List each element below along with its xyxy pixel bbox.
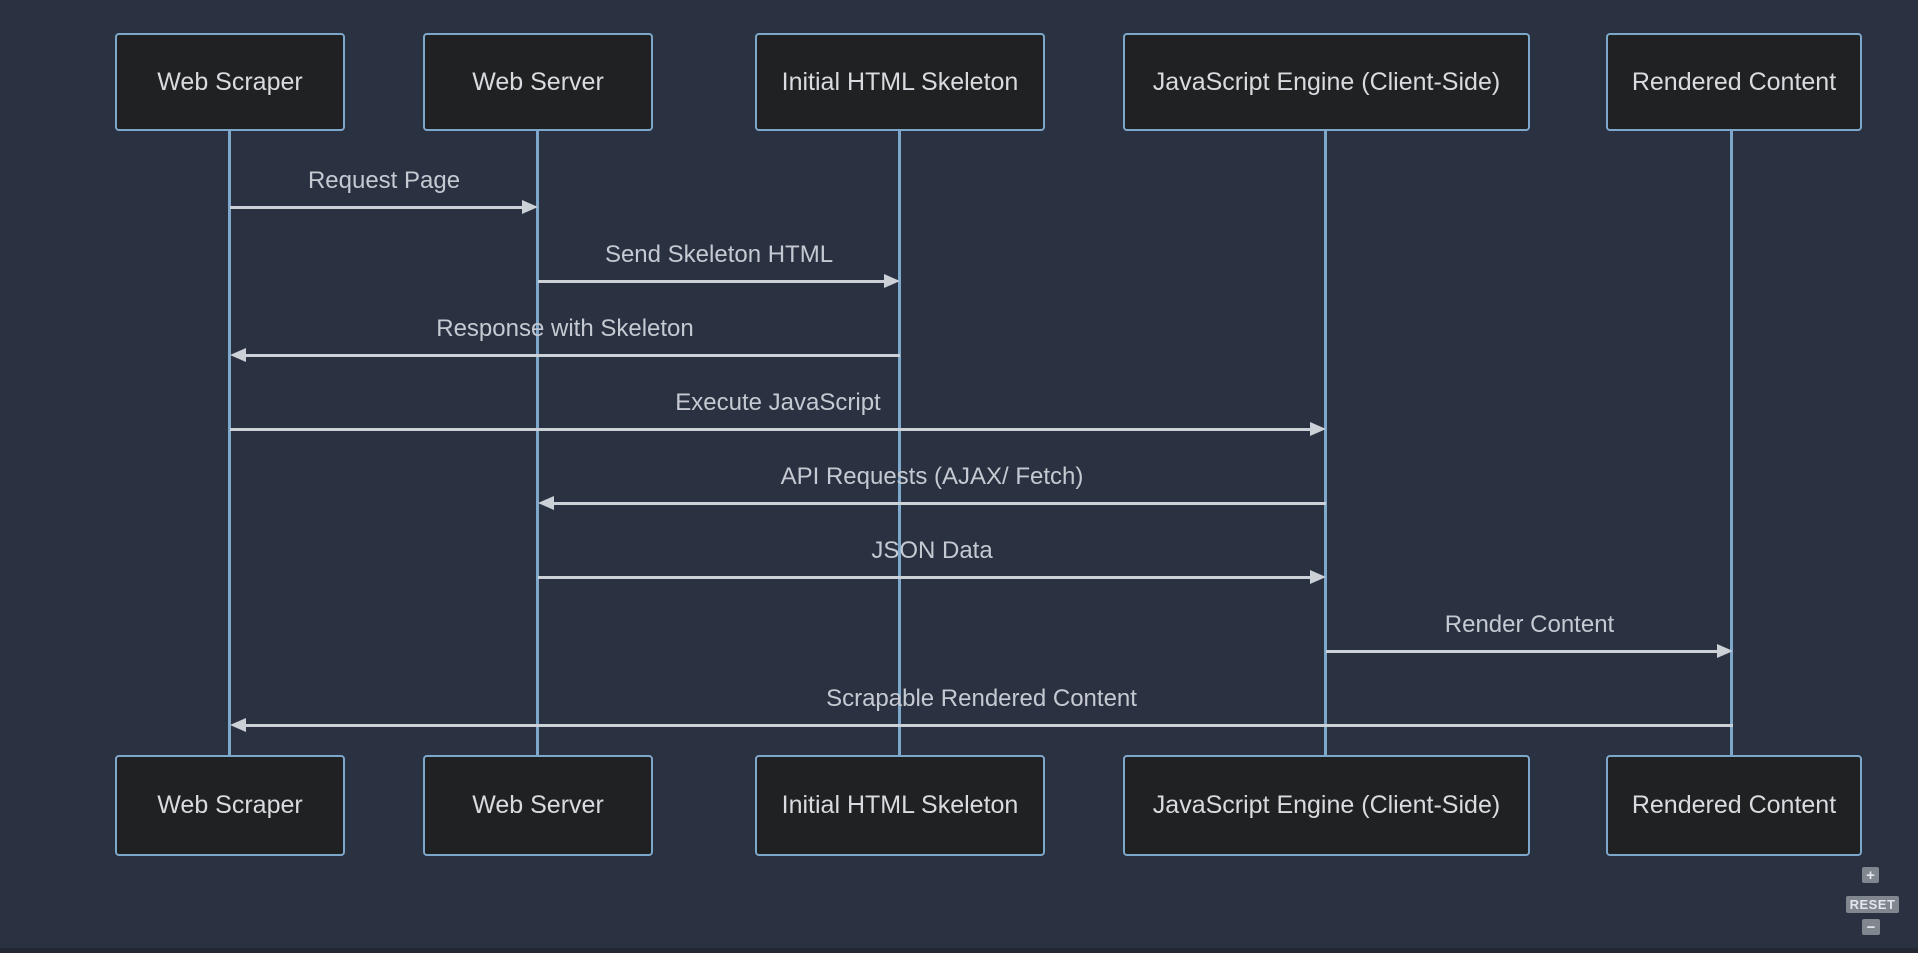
bottom-edge-strip	[0, 948, 1918, 953]
message-label: Response with Skeleton	[436, 315, 694, 342]
message-line	[230, 206, 526, 209]
message-line	[242, 724, 1733, 727]
message-line	[550, 502, 1326, 505]
message-label: Request Page	[307, 167, 461, 194]
actor-top-rendered-content: Rendered Content	[1606, 33, 1862, 131]
actor-bottom-initial-html-skeleton: Initial HTML Skeleton	[755, 755, 1045, 856]
message-line	[242, 354, 900, 357]
lifeline-web-scraper	[228, 130, 231, 756]
arrowhead-right-icon	[884, 274, 900, 288]
message-line	[538, 576, 1314, 579]
lifeline-web-server	[536, 130, 539, 756]
actor-bottom-javascript-engine: JavaScript Engine (Client-Side)	[1123, 755, 1530, 856]
actor-bottom-web-scraper: Web Scraper	[115, 755, 345, 856]
message-label: Render Content	[1444, 611, 1615, 638]
message-label: API Requests (AJAX/ Fetch)	[780, 463, 1084, 490]
zoom-out-button[interactable]: −	[1862, 919, 1880, 936]
arrowhead-right-icon	[522, 200, 538, 214]
arrowhead-right-icon	[1310, 422, 1326, 436]
arrowhead-left-icon	[538, 496, 554, 510]
actor-top-web-scraper: Web Scraper	[115, 33, 345, 131]
message-label: JSON Data	[871, 537, 993, 564]
lifeline-initial-html-skeleton	[898, 130, 901, 756]
message-line	[538, 280, 888, 283]
actor-bottom-rendered-content: Rendered Content	[1606, 755, 1862, 856]
lifeline-rendered-content	[1730, 130, 1733, 756]
message-line	[1326, 650, 1721, 653]
message-label: Scrapable Rendered Content	[826, 685, 1137, 712]
actor-top-initial-html-skeleton: Initial HTML Skeleton	[755, 33, 1045, 131]
arrowhead-left-icon	[230, 348, 246, 362]
arrowhead-left-icon	[230, 718, 246, 732]
actor-top-web-server: Web Server	[423, 33, 653, 131]
actor-top-javascript-engine: JavaScript Engine (Client-Side)	[1123, 33, 1530, 131]
arrowhead-right-icon	[1310, 570, 1326, 584]
message-label: Send Skeleton HTML	[604, 241, 834, 268]
arrowhead-right-icon	[1717, 644, 1733, 658]
actor-bottom-web-server: Web Server	[423, 755, 653, 856]
zoom-reset-button[interactable]: RESET	[1846, 896, 1899, 913]
zoom-in-button[interactable]: +	[1862, 867, 1879, 884]
message-line	[230, 428, 1314, 431]
message-label: Execute JavaScript	[675, 389, 881, 416]
lifeline-javascript-engine	[1324, 130, 1327, 756]
